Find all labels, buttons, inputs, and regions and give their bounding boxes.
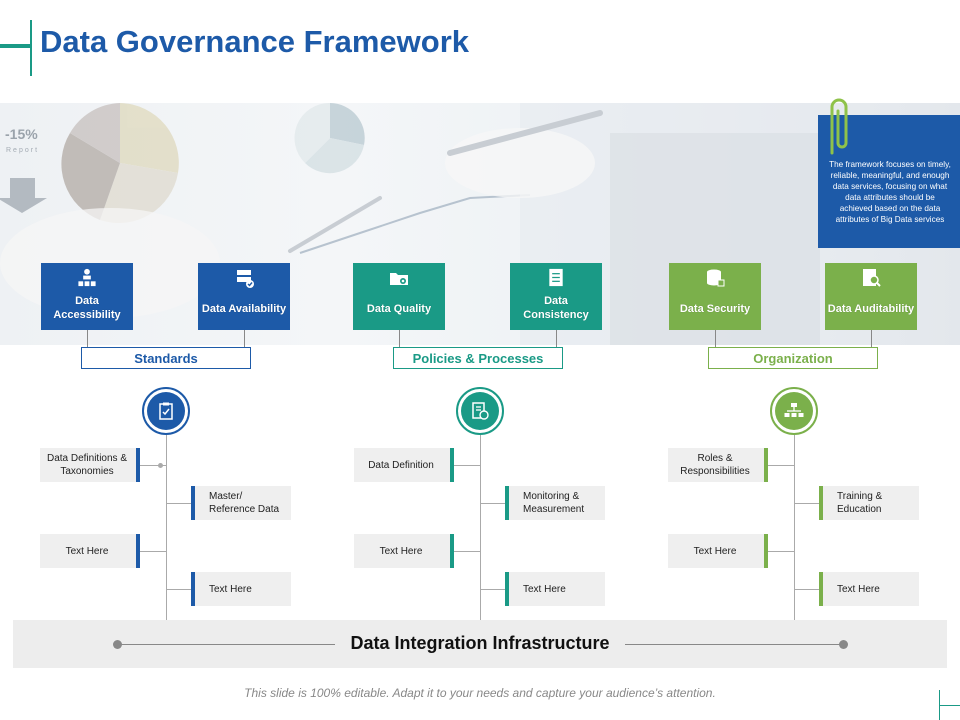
branch-line xyxy=(166,503,191,504)
database-lock-icon xyxy=(707,269,725,287)
branch-line xyxy=(480,589,505,590)
section-standards: Standards xyxy=(81,347,251,369)
list-item: Monitoring & Measurement xyxy=(505,486,605,520)
infrastructure-label: Data Integration Infrastructure xyxy=(350,633,610,653)
framework-note: The framework focuses on timely, reliabl… xyxy=(818,115,960,248)
standards-trunk xyxy=(166,435,167,620)
branch-line xyxy=(454,465,480,466)
branch-line xyxy=(166,589,191,590)
connector xyxy=(244,330,245,347)
branch-line xyxy=(140,551,166,552)
banner-stylus xyxy=(288,196,382,253)
checklist-clock-icon xyxy=(472,402,489,420)
banner-percent: -15% xyxy=(5,126,38,142)
clipboard-check-icon xyxy=(159,402,173,420)
item-accent xyxy=(819,572,823,606)
branch-line xyxy=(794,589,819,590)
banner-decor xyxy=(0,103,820,345)
category-label: Data Accessibility xyxy=(53,295,121,321)
item-accent xyxy=(191,572,195,606)
infrastructure-dot-left xyxy=(113,640,122,649)
connector xyxy=(87,330,88,347)
branch-line xyxy=(794,503,819,504)
list-item: Text Here xyxy=(191,572,291,606)
item-accent xyxy=(505,572,509,606)
category-label: Data Quality xyxy=(366,302,432,315)
banner-pie-right xyxy=(294,103,365,174)
banner-trend-line xyxy=(299,194,531,254)
banner-background: -15% Report xyxy=(0,103,960,345)
connector xyxy=(715,330,716,347)
branch-line xyxy=(768,551,794,552)
category-label: Data Consistency xyxy=(523,295,589,321)
branch-line xyxy=(480,503,505,504)
organization-ring xyxy=(770,387,818,435)
document-icon xyxy=(549,268,563,287)
standards-ring xyxy=(142,387,190,435)
list-item: Text Here xyxy=(819,572,919,606)
org-chart-icon xyxy=(784,403,804,417)
item-accent xyxy=(450,448,454,482)
list-item: Roles & Responsibilities xyxy=(668,448,768,482)
branch-line xyxy=(454,551,480,552)
page-title: Data Governance Framework xyxy=(40,24,470,59)
category-label: Data Auditability xyxy=(827,302,915,315)
list-item: Data Definitions & Taxonomies xyxy=(40,448,140,482)
report-search-icon xyxy=(863,269,881,287)
people-network-icon xyxy=(78,268,96,287)
item-accent xyxy=(505,486,509,520)
paperclip-icon xyxy=(830,98,848,155)
branch-line xyxy=(140,465,166,466)
item-accent xyxy=(136,448,140,482)
organization-trunk xyxy=(794,435,795,620)
title-divider xyxy=(30,20,32,76)
branch-knob xyxy=(158,463,163,468)
list-item: Text Here xyxy=(354,534,454,568)
banner-down-arrow xyxy=(0,178,47,213)
list-item: Text Here xyxy=(40,534,140,568)
category-label: Data Security xyxy=(679,302,751,315)
list-item: Master/ Reference Data xyxy=(191,486,291,520)
section-policies-processes: Policies & Processes xyxy=(393,347,563,369)
connector xyxy=(556,330,557,347)
list-item: Text Here xyxy=(505,572,605,606)
item-accent xyxy=(764,448,768,482)
item-accent xyxy=(136,534,140,568)
policies-ring xyxy=(456,387,504,435)
connector xyxy=(399,330,400,347)
section-organization: Organization xyxy=(708,347,878,369)
footer-note: This slide is 100% editable. Adapt it to… xyxy=(244,686,716,700)
title-accent-bar xyxy=(0,44,30,48)
banner-report: Report xyxy=(6,147,40,154)
infrastructure-line-right xyxy=(625,644,843,645)
server-check-icon xyxy=(237,270,254,288)
policies-trunk xyxy=(480,435,481,620)
infrastructure-line-left xyxy=(120,644,335,645)
category-data-availability: Data Availability xyxy=(198,263,290,330)
category-label: Data Availability xyxy=(201,302,287,315)
list-item: Data Definition xyxy=(354,448,454,482)
item-accent xyxy=(819,486,823,520)
list-item: Text Here xyxy=(668,534,768,568)
banner-pen xyxy=(447,110,603,156)
infrastructure-dot-right xyxy=(839,640,848,649)
category-data-auditability: Data Auditability xyxy=(825,263,917,330)
item-accent xyxy=(191,486,195,520)
item-accent xyxy=(450,534,454,568)
banner-pie-left xyxy=(61,103,179,224)
item-accent xyxy=(764,534,768,568)
list-item: Training & Education xyxy=(819,486,919,520)
category-data-security: Data Security xyxy=(669,263,761,330)
banner-hand-right xyxy=(445,128,595,198)
folder-gear-icon xyxy=(390,273,408,285)
connector xyxy=(871,330,872,347)
category-data-consistency: Data Consistency xyxy=(510,263,602,330)
corner-mark-horizontal xyxy=(939,705,960,706)
category-data-accessibility: Data Accessibility xyxy=(41,263,133,330)
category-data-quality: Data Quality xyxy=(353,263,445,330)
branch-line xyxy=(768,465,794,466)
